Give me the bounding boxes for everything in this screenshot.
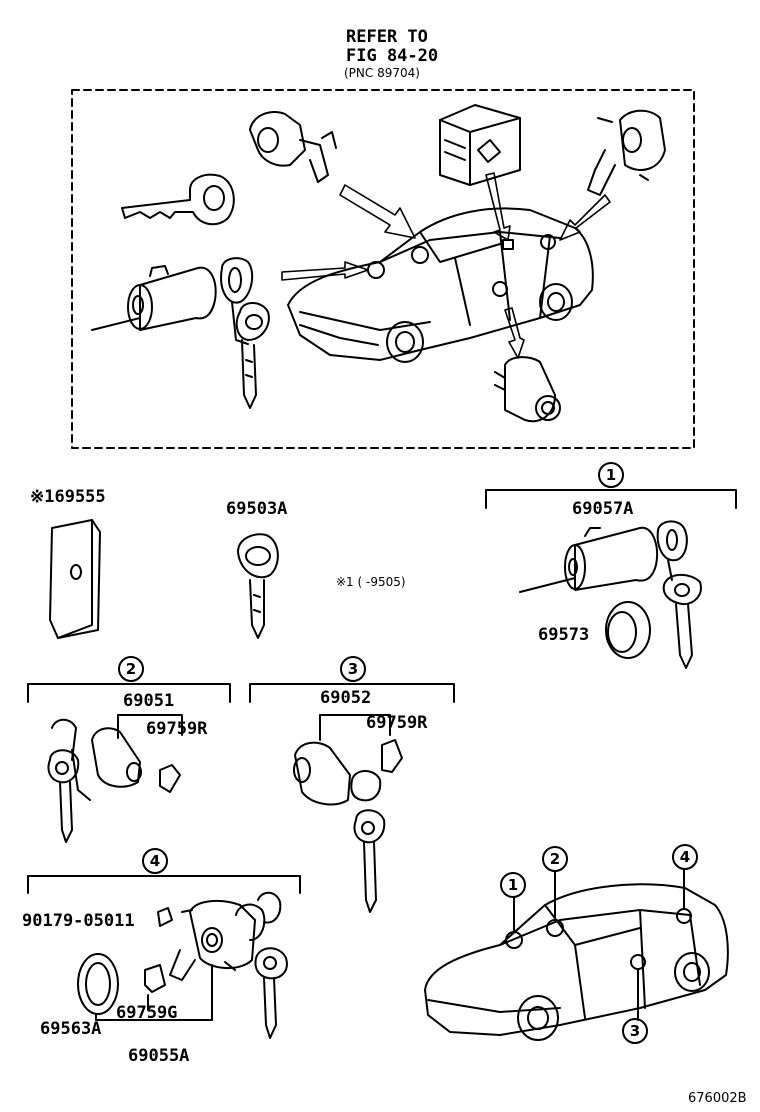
top-ignition-cylinder [91,257,270,409]
group-3-bracket [249,683,455,703]
part-label-69759G: 69759G [116,1003,178,1023]
car-marker-2: 2 [542,846,568,872]
group-4-bracket [27,875,301,894]
group-1-marker: 1 [598,462,624,488]
pnc-reference: (PNC 89704) [344,66,420,80]
control-module-illustration [439,104,521,186]
part-label-69055A: 69055A [128,1046,190,1066]
group-2-marker: 2 [118,656,144,682]
pad-69555-illustration [49,519,101,639]
part-label-69057A: 69057A [572,499,634,519]
group-1-bracket [485,489,737,509]
serial-note: ※1 ( -9505) [336,575,406,589]
trunk-lock-69055A-illustration [77,891,288,1039]
part-label-69051: 69051 [123,691,175,711]
key-69503A-illustration [237,533,279,639]
part-label-90179-05011: 90179-05011 [22,911,135,931]
door-lock-top-right [587,109,666,196]
ignition-69057A-illustration [519,520,702,669]
car-marker-4: 4 [672,844,698,870]
top-loose-key [121,173,235,226]
group-2-bracket [27,683,231,703]
part-label-69759R-right: 69759R [366,713,428,733]
top-car-illustration [287,207,594,363]
part-label-69563A: 69563A [40,1019,102,1039]
bottom-car-illustration [424,869,729,1041]
part-label-69759R-left: 69759R [146,719,208,739]
car-marker-3: 3 [622,1018,648,1044]
door-lock-69051-illustration [47,714,183,843]
car-marker-1: 1 [500,872,526,898]
part-label-69555: ※169555 [30,487,106,507]
part-label-69573: 69573 [538,625,590,645]
top-trunk-lock [494,356,561,423]
door-lock-top-left [249,111,337,183]
group-3-marker: 3 [340,656,366,682]
group-4-marker: 4 [142,848,168,874]
part-label-69052: 69052 [320,688,372,708]
refer-to-line-2: FIG 84-20 [346,46,439,66]
part-label-69503A: 69503A [226,499,288,519]
top-pointer-arrows [281,172,611,359]
top-dashed-frame [71,89,695,449]
refer-to-line-1: REFER TO [346,27,428,47]
ring-69573-illustration [605,601,651,659]
figure-code: 676002B [688,1091,747,1106]
door-lock-69052-illustration [293,714,403,913]
